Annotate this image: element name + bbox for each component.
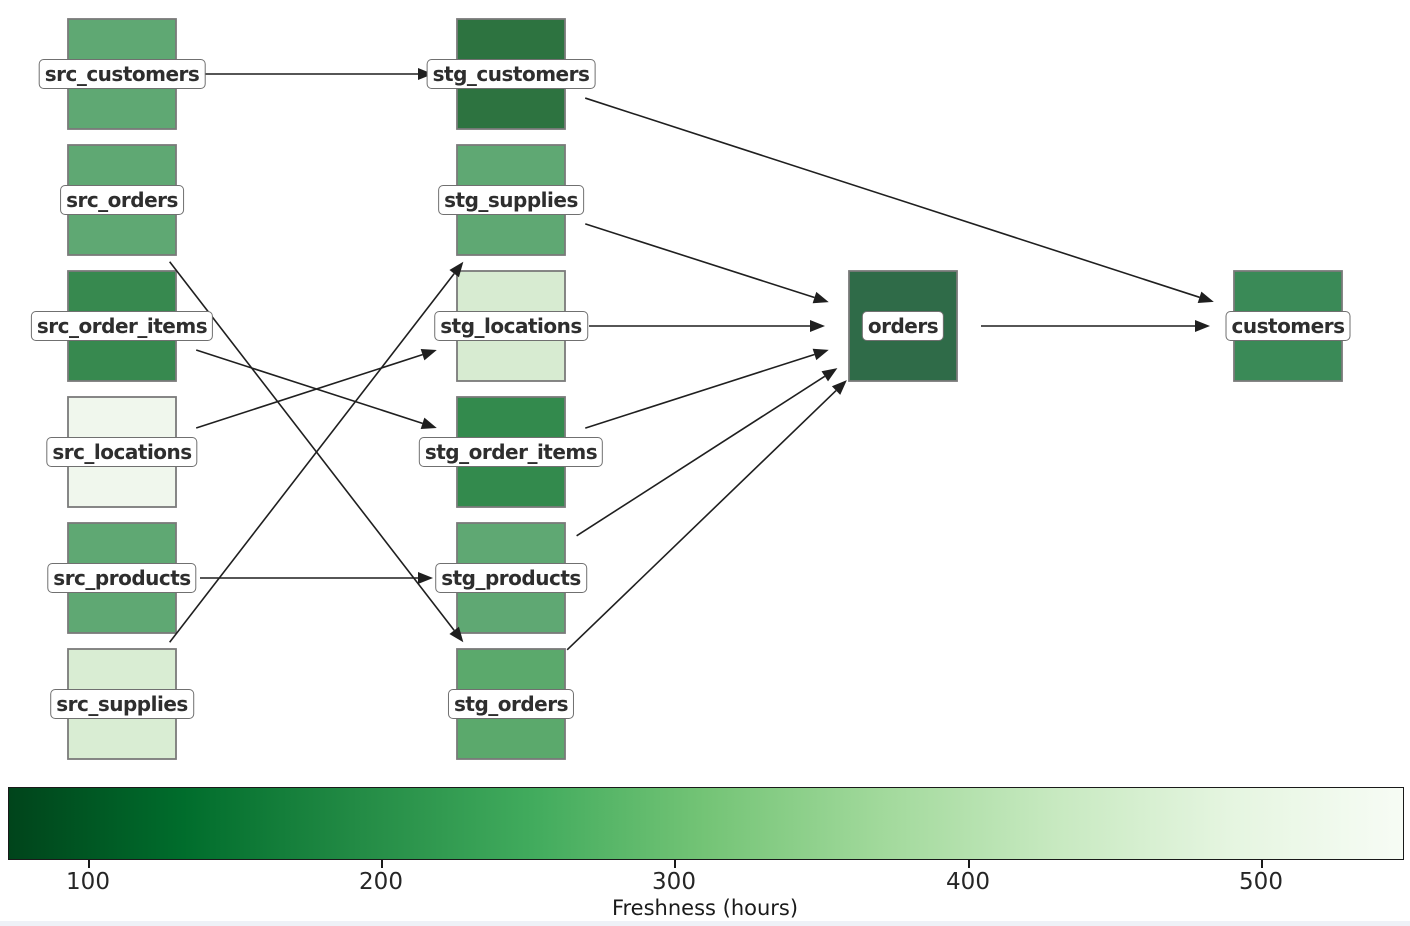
colorbar-tick-500	[1261, 859, 1263, 868]
edge-stg_products-to-orders	[576, 375, 826, 537]
colorbar-tick-label-200: 200	[359, 869, 403, 895]
node-stg_locations	[456, 270, 566, 382]
colorbar-tick-label-500: 500	[1239, 869, 1283, 895]
node-stg_order_items	[456, 396, 566, 508]
edge-stg_customers-to-customers	[584, 97, 1200, 299]
node-stg_products	[456, 522, 566, 634]
edge-stg_orders-to-orders	[566, 389, 837, 651]
arrowhead-src_order_items-to-stg_order_items	[420, 417, 437, 430]
arrowhead-stg_products-to-orders	[821, 368, 838, 382]
arrowhead-src_customers-to-stg_customers	[418, 68, 433, 80]
bottom-edge-strip	[0, 921, 1410, 926]
colorbar-tick-label-400: 400	[946, 869, 990, 895]
arrowhead-stg_order_items-to-orders	[812, 348, 829, 361]
arrowhead-stg_locations-to-orders	[810, 320, 825, 332]
node-stg_orders	[456, 648, 566, 760]
colorbar-tick-label-100: 100	[66, 869, 110, 895]
node-customers	[1233, 270, 1343, 382]
edge-stg_order_items-to-orders	[585, 353, 815, 429]
node-src_order_items	[67, 270, 177, 382]
edge-stg_supplies-to-orders	[585, 223, 815, 299]
arrowhead-orders-to-customers	[1195, 320, 1210, 332]
edge-src_locations-to-stg_locations	[195, 353, 423, 429]
colorbar-tick-label-300: 300	[652, 869, 696, 895]
node-stg_customers	[456, 18, 566, 130]
node-orders	[848, 270, 958, 382]
arrowhead-stg_customers-to-customers	[1197, 291, 1214, 304]
arrowhead-src_products-to-stg_products	[418, 572, 433, 584]
arrowhead-stg_supplies-to-orders	[812, 291, 829, 304]
node-stg_supplies	[456, 144, 566, 256]
edge-src_order_items-to-stg_order_items	[195, 349, 423, 425]
freshness-colorbar	[8, 787, 1404, 860]
colorbar-tick-400	[968, 859, 970, 868]
arrowhead-stg_orders-to-orders	[831, 380, 847, 395]
colorbar-axis-label: Freshness (hours)	[611, 896, 799, 920]
node-src_locations	[67, 396, 177, 508]
edge-src_orders-to-stg_orders	[169, 261, 455, 631]
colorbar-tick-200	[381, 859, 383, 868]
arrowhead-src_locations-to-stg_locations	[420, 348, 437, 361]
node-src_customers	[67, 18, 177, 130]
edges-layer	[169, 68, 1214, 651]
colorbar-tick-300	[674, 859, 676, 868]
edge-src_supplies-to-stg_supplies	[169, 273, 455, 643]
arrowhead-src_supplies-to-stg_supplies	[449, 261, 464, 278]
node-src_products	[67, 522, 177, 634]
node-src_orders	[67, 144, 177, 256]
colorbar-tick-100	[88, 859, 90, 868]
arrowhead-src_orders-to-stg_orders	[449, 626, 464, 643]
node-src_supplies	[67, 648, 177, 760]
